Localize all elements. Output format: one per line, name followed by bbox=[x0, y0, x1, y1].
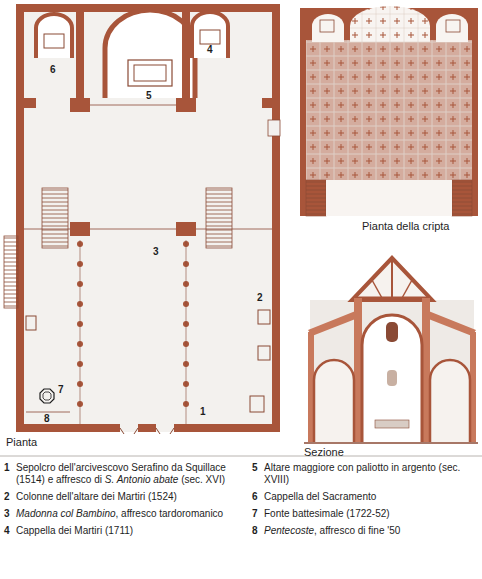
legend-column: 5Altare maggiore con paliotto in argento… bbox=[252, 462, 478, 537]
callout-number: 5 bbox=[146, 90, 152, 101]
legend-text-block: Cappella dei Martiri (1711) bbox=[16, 525, 240, 537]
legend-text: , affresco tardoromanico bbox=[116, 508, 224, 519]
separator-line bbox=[0, 456, 482, 457]
callout-number: 4 bbox=[207, 44, 213, 55]
legend-item: 3Madonna col Bambino, affresco tardoroma… bbox=[4, 508, 240, 520]
legend-text-block: Colonne dell'altare dei Martiri (1524) bbox=[16, 491, 240, 503]
legend-column: 1Sepolcro dell'arcivescovo Serafino da S… bbox=[4, 462, 240, 537]
legend-text-block: Cappella del Sacramento bbox=[264, 491, 478, 503]
legend-number: 3 bbox=[4, 508, 16, 520]
callout-number: 2 bbox=[257, 292, 263, 303]
view-title: Pianta della cripta bbox=[362, 220, 449, 232]
legend-item: 2Colonne dell'altare dei Martiri (1524) bbox=[4, 491, 240, 503]
view-title: Pianta bbox=[6, 436, 37, 448]
legend-number: 5 bbox=[252, 462, 264, 486]
callout-number: 3 bbox=[153, 246, 159, 257]
legend-text: Cappella dei Martiri (1711) bbox=[16, 525, 133, 536]
callout-number: 6 bbox=[50, 64, 56, 75]
legend-text: (sec. XVI) bbox=[181, 474, 225, 485]
callout-number: 1 bbox=[200, 406, 206, 417]
legend-text: Fonte battesimale (1722-52) bbox=[264, 508, 390, 519]
legend-item: 1Sepolcro dell'arcivescovo Serafino da S… bbox=[4, 462, 240, 486]
legend-number: 6 bbox=[252, 491, 264, 503]
legend-text: Madonna col Bambino bbox=[16, 508, 116, 519]
legend-item: 8Pentecoste, affresco di fine '50 bbox=[252, 525, 478, 537]
legend-text-block: Pentecoste, affresco di fine '50 bbox=[264, 525, 478, 537]
legend-number: 7 bbox=[252, 508, 264, 520]
crypt-plan bbox=[300, 6, 478, 216]
legend-text: Pentecoste bbox=[264, 525, 314, 536]
legend-text-block: Fonte battesimale (1722-52) bbox=[264, 508, 478, 520]
legend-number: 1 bbox=[4, 462, 16, 486]
plan bbox=[4, 8, 280, 434]
legend-item: 5Altare maggiore con paliotto in argento… bbox=[252, 462, 478, 486]
legend-number: 2 bbox=[4, 491, 16, 503]
legend-item: 6Cappella del Sacramento bbox=[252, 491, 478, 503]
callout-number: 8 bbox=[44, 413, 50, 424]
legend-item: 7Fonte battesimale (1722-52) bbox=[252, 508, 478, 520]
legend-text-block: Sepolcro dell'arcivescovo Serafino da Sq… bbox=[16, 462, 240, 486]
legend-text: Altare maggiore con paliotto in argento … bbox=[264, 462, 460, 485]
section-drawing bbox=[304, 258, 478, 443]
callout-number: 7 bbox=[58, 384, 64, 395]
legend-number: 4 bbox=[4, 525, 16, 537]
legend-text: , affresco di fine '50 bbox=[314, 525, 400, 536]
legend-item: 4Cappella dei Martiri (1711) bbox=[4, 525, 240, 537]
legend-text-block: Altare maggiore con paliotto in argento … bbox=[264, 462, 478, 486]
legend-number: 8 bbox=[252, 525, 264, 537]
legend-text-block: Madonna col Bambino, affresco tardoroman… bbox=[16, 508, 240, 520]
legend-text: Colonne dell'altare dei Martiri (1524) bbox=[16, 491, 177, 502]
legend-area: 1Sepolcro dell'arcivescovo Serafino da S… bbox=[0, 462, 482, 579]
legend-text: S. Antonio abate bbox=[105, 474, 179, 485]
view-title: Sezione bbox=[304, 446, 344, 458]
legend-text: Cappella del Sacramento bbox=[264, 491, 376, 502]
